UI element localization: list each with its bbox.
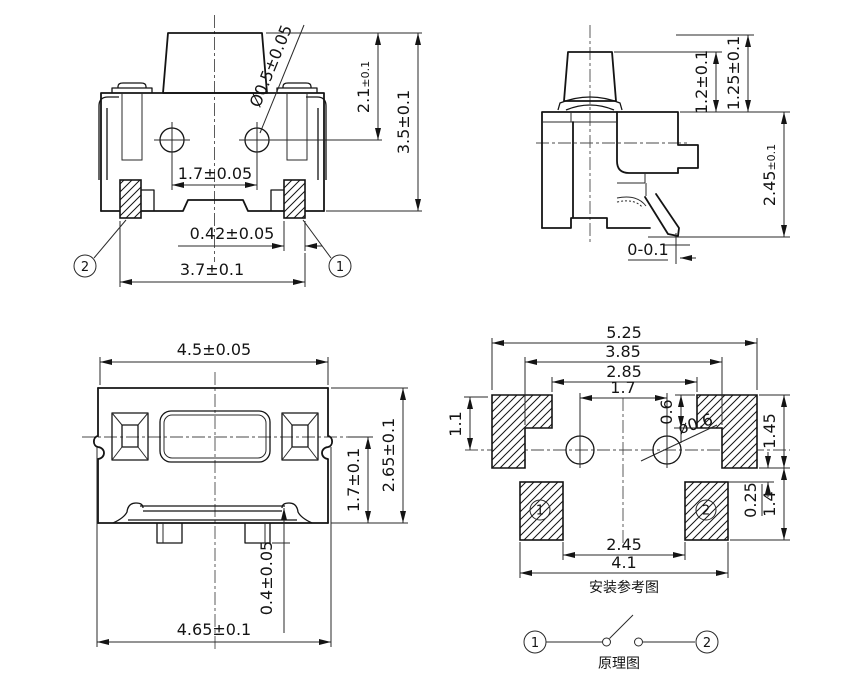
top-body-left [92,387,105,524]
dim-hole-diameter: ø0.6 [676,410,715,438]
dim-body-width: 4.5±0.05 [177,340,251,359]
side-dimensions: 1.2±0.1 1.25±0.1 2.45±0.1 0-0.1 [614,34,790,264]
dim-pad-top-to-center: 1.1 [446,411,465,436]
dim-lower-pad-span: 4.1 [611,553,636,572]
dim-stem-diameter: Ø0.5±0.05 [246,22,296,110]
schematic-contact-left [602,637,611,647]
dim-notch-span: 3.85 [605,342,641,361]
top-body-right [321,387,334,524]
dim-hole-pitch: 1.7±0.05 [178,164,252,183]
side-body-lines [542,112,617,123]
side-spring [616,196,647,207]
schematic-caption: 原理图 [598,656,640,672]
top-actuator-outer [159,410,271,463]
schematic-contact-right [634,637,643,647]
dim-height-to-hole: 2.1±0.1 [354,61,373,113]
front-body-bottom [100,199,325,212]
dim-total-height: 3.5±0.1 [394,90,413,154]
side-view: 1.2±0.1 1.25±0.1 2.45±0.1 0-0.1 [536,25,790,264]
dim-overall-width: 4.65±0.1 [177,620,251,639]
front-stem [162,32,268,94]
dim-upper-pad-height: 1.45 [760,413,779,449]
mount-pad1-balloon [529,499,551,521]
front-feet [141,189,284,211]
dim-body-height: 2.45±0.1 [760,144,779,206]
terminal-2-label: 2 [81,260,89,275]
side-body-block [616,111,679,174]
dim-overall-span: 5.25 [606,323,642,342]
top-left-rivet-bevels [111,412,149,461]
terminal-1-label: 1 [336,260,344,275]
mount-pad2-label: 2 [702,504,710,519]
dim-stem-height-free: 1.25±0.1 [724,36,743,110]
front-dimensions: Ø0.5±0.05 2.1±0.1 3.5±0.1 1.7±0.05 0.42±… [73,22,422,287]
front-left-bracket [98,96,119,180]
terminal-balloon-2 [73,254,97,278]
top-dimensions: 4.5±0.05 2.65±0.1 1.7±0.1 0.4±0.05 4.65±… [96,340,408,647]
side-body-bottom [541,217,651,229]
mount-upper-pad-right [696,394,758,469]
dim-lower-pad-pitch: 2.45 [606,535,642,554]
mount-upper-pad-left [491,394,553,469]
schematic-terminal-1: 1 [531,636,539,651]
side-collar [557,96,623,111]
dim-pad-width: 0.42±0.05 [190,224,275,243]
mounting-dimensions: 5.25 3.85 2.85 1.7 1.1 0.6 ø0.6 [446,323,790,578]
dim-lead-coplanarity: 0-0.1 [627,240,668,259]
front-left-rivet-head [111,82,153,93]
hole-diameter-leader [640,424,718,462]
dim-center-to-edge: 1.7±0.1 [344,448,363,512]
mount-pad1-label: 1 [536,504,544,519]
top-strip-right-hook [281,502,313,524]
mounting-view: 1 2 5.25 3.85 2.85 1.7 1.1 [446,323,790,596]
front-right-bracket [306,96,327,180]
dim-pad-span: 3.7±0.1 [180,260,244,279]
mounting-caption: 安装参考图 [589,579,659,596]
terminal-balloon-1 [328,254,352,278]
mount-pad2-balloon [695,499,717,521]
dim-lower-pad-height: 1.4 [760,491,779,516]
schematic-view: 1 2 原理图 [523,614,719,672]
side-contact-step [617,173,647,196]
dim-tab-length: 0.4±0.05 [257,541,276,615]
top-strip [128,505,297,521]
side-lead [644,193,680,237]
stem-diameter-leader [259,24,305,134]
side-spring-hatch [616,200,644,209]
front-terminal-pad-right [283,179,306,219]
dim-pad-gap: 0.25 [741,482,760,518]
schematic-lever [609,614,634,639]
dim-body-depth: 2.65±0.1 [379,418,398,492]
top-actuator-inner [163,414,267,459]
dim-stem-height: 1.2±0.1 [692,50,711,114]
front-view: Ø0.5±0.05 2.1±0.1 3.5±0.1 1.7±0.05 0.42±… [73,15,422,287]
dim-mount-hole-pitch: 1.7 [610,378,635,397]
mount-lower-pad-1 [519,481,564,541]
schematic-terminal-2: 2 [703,636,711,651]
front-terminal-pad-left [119,179,142,219]
top-right-rivet-bevels [281,412,319,461]
dim-inner-span: 2.85 [606,362,642,381]
dim-pad-step: 0.6 [657,399,676,424]
top-tab-bends [162,523,266,543]
front-right-rivet-head [276,82,318,93]
schematic-terminal-2-balloon [695,630,719,654]
top-strip-left-hook [112,502,144,524]
top-view: 4.5±0.05 2.65±0.1 1.7±0.1 0.4±0.05 4.65±… [82,340,408,650]
mount-lower-pad-2 [684,481,729,541]
side-body [541,111,699,229]
front-clip-legs [121,93,308,161]
top-tabs [156,523,271,544]
